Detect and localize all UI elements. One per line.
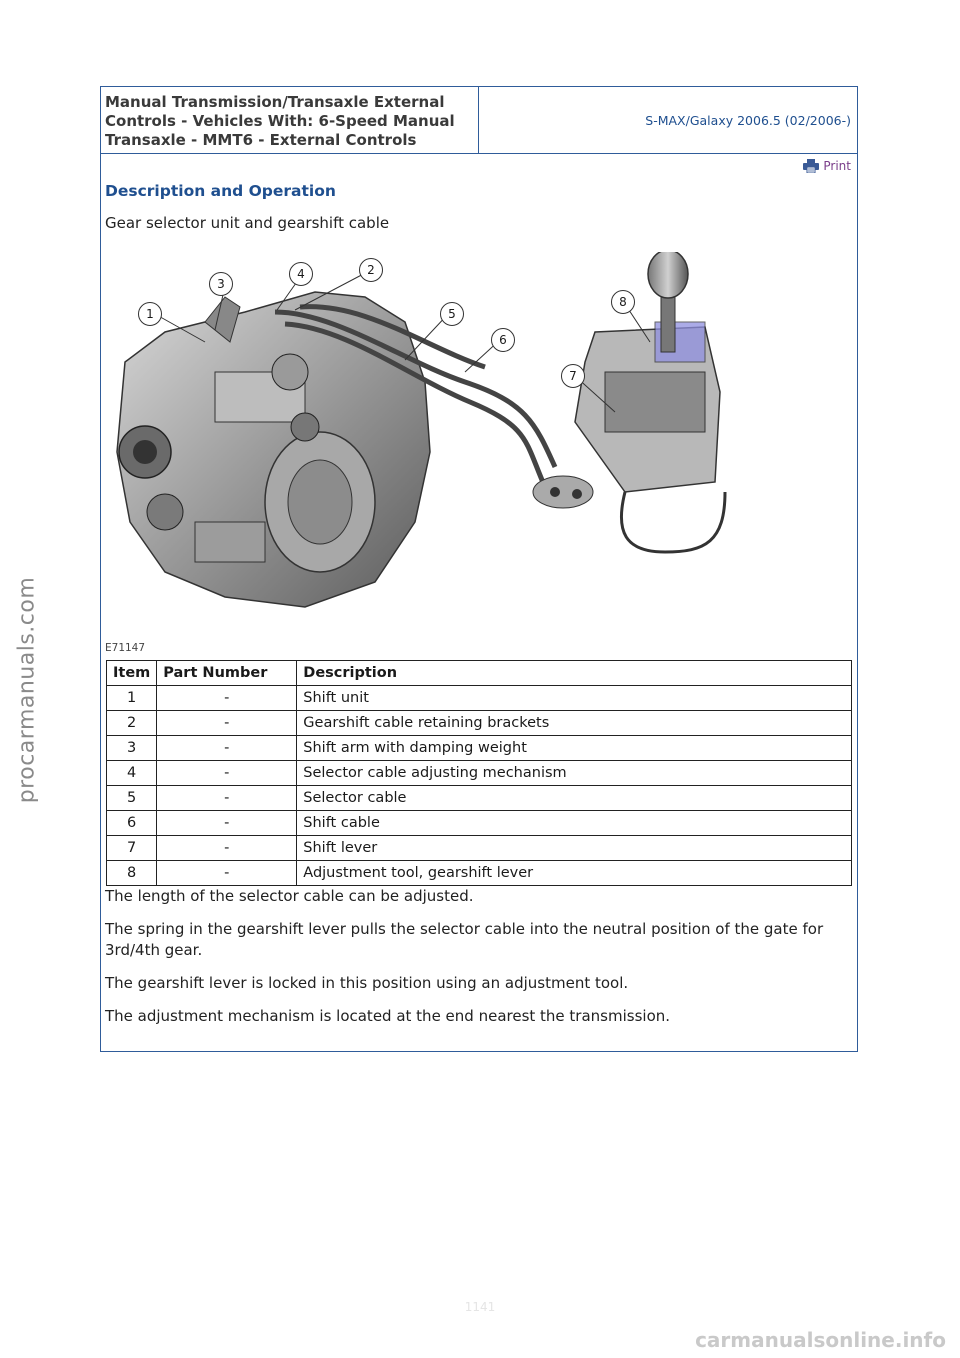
printer-icon <box>803 159 820 173</box>
bottom-watermark: carmanualsonline.info <box>695 1328 946 1352</box>
row-part: - <box>156 685 298 711</box>
shifter-shape <box>532 252 727 554</box>
row-part: - <box>156 710 298 736</box>
row-part: - <box>156 860 298 886</box>
page-number: 1141 <box>464 1300 496 1314</box>
row-desc: Shift arm with damping weight <box>296 735 852 761</box>
row-desc: Selector cable <box>296 785 852 811</box>
body-text: The length of the selector cable can be … <box>105 886 853 1027</box>
row-desc: Selector cable adjusting mechanism <box>296 760 852 786</box>
paragraph: The gearshift lever is locked in this po… <box>105 974 629 992</box>
callout-2: 2 <box>359 258 383 282</box>
callout-6: 6 <box>491 328 515 352</box>
row-item: 2 <box>105 710 158 736</box>
callout-4: 4 <box>289 262 313 286</box>
row-item: 5 <box>105 785 158 811</box>
row-desc: Adjustment tool, gearshift lever <box>296 860 852 886</box>
transmission-illustration <box>116 252 727 608</box>
document-frame: Manual Transmission/Transaxle External C… <box>100 86 858 1052</box>
figure-code: E71147 <box>105 642 146 654</box>
row-part: - <box>156 760 298 786</box>
header-model: S-MAX/Galaxy 2006.5 (02/2006-) <box>645 112 851 128</box>
table-row: 1 - Shift unit <box>105 685 852 711</box>
row-part: - <box>156 735 298 761</box>
figure-subtitle: Gear selector unit and gearshift cable <box>105 214 390 232</box>
gearbox-shape <box>116 291 431 608</box>
parts-table: Item Part Number Description 1 - Shift u… <box>105 660 852 886</box>
row-desc: Gearshift cable retaining brackets <box>296 710 852 736</box>
section-title: Description and Operation <box>105 182 336 200</box>
row-part: - <box>156 785 298 811</box>
header-item: Item <box>105 660 158 686</box>
document-header: Manual Transmission/Transaxle External C… <box>101 87 857 154</box>
table-row: 2 - Gearshift cable retaining brackets <box>105 710 852 736</box>
transmission-figure: 1 2 3 4 5 6 7 8 E71147 <box>105 252 745 654</box>
row-item: 3 <box>105 735 158 761</box>
print-link[interactable]: Print <box>101 154 857 178</box>
callout-5: 5 <box>440 302 464 326</box>
callout-1: 1 <box>138 302 162 326</box>
table-row: 7 - Shift lever <box>105 835 852 861</box>
table-header-row: Item Part Number Description <box>105 660 852 686</box>
table-row: 3 - Shift arm with damping weight <box>105 735 852 761</box>
side-watermark: procarmanuals.com <box>2 560 52 820</box>
callout-3: 3 <box>209 272 233 296</box>
row-desc: Shift unit <box>296 685 852 711</box>
row-desc: Shift cable <box>296 810 852 836</box>
cables-shape <box>274 304 558 489</box>
row-item: 4 <box>105 760 158 786</box>
row-item: 6 <box>105 810 158 836</box>
paragraph: The length of the selector cable can be … <box>105 887 474 905</box>
row-item: 1 <box>105 685 158 711</box>
side-watermark-text: procarmanuals.com <box>14 576 40 804</box>
header-part-number: Part Number <box>156 660 298 686</box>
row-desc: Shift lever <box>296 835 852 861</box>
row-part: - <box>156 810 298 836</box>
print-label[interactable]: Print <box>823 159 851 173</box>
paragraph: The spring in the gearshift lever pulls … <box>105 920 824 959</box>
table-row: 6 - Shift cable <box>105 810 852 836</box>
header-description: Description <box>296 660 852 686</box>
row-part: - <box>156 835 298 861</box>
row-item: 7 <box>105 835 158 861</box>
header-title: Manual Transmission/Transaxle External C… <box>101 87 479 153</box>
table-row: 5 - Selector cable <box>105 785 852 811</box>
table-row: 8 - Adjustment tool, gearshift lever <box>105 860 852 886</box>
table-row: 4 - Selector cable adjusting mechanism <box>105 760 852 786</box>
callout-8: 8 <box>611 290 635 314</box>
paragraph: The adjustment mechanism is located at t… <box>105 1007 671 1025</box>
callout-7: 7 <box>561 364 585 388</box>
row-item: 8 <box>105 860 158 886</box>
